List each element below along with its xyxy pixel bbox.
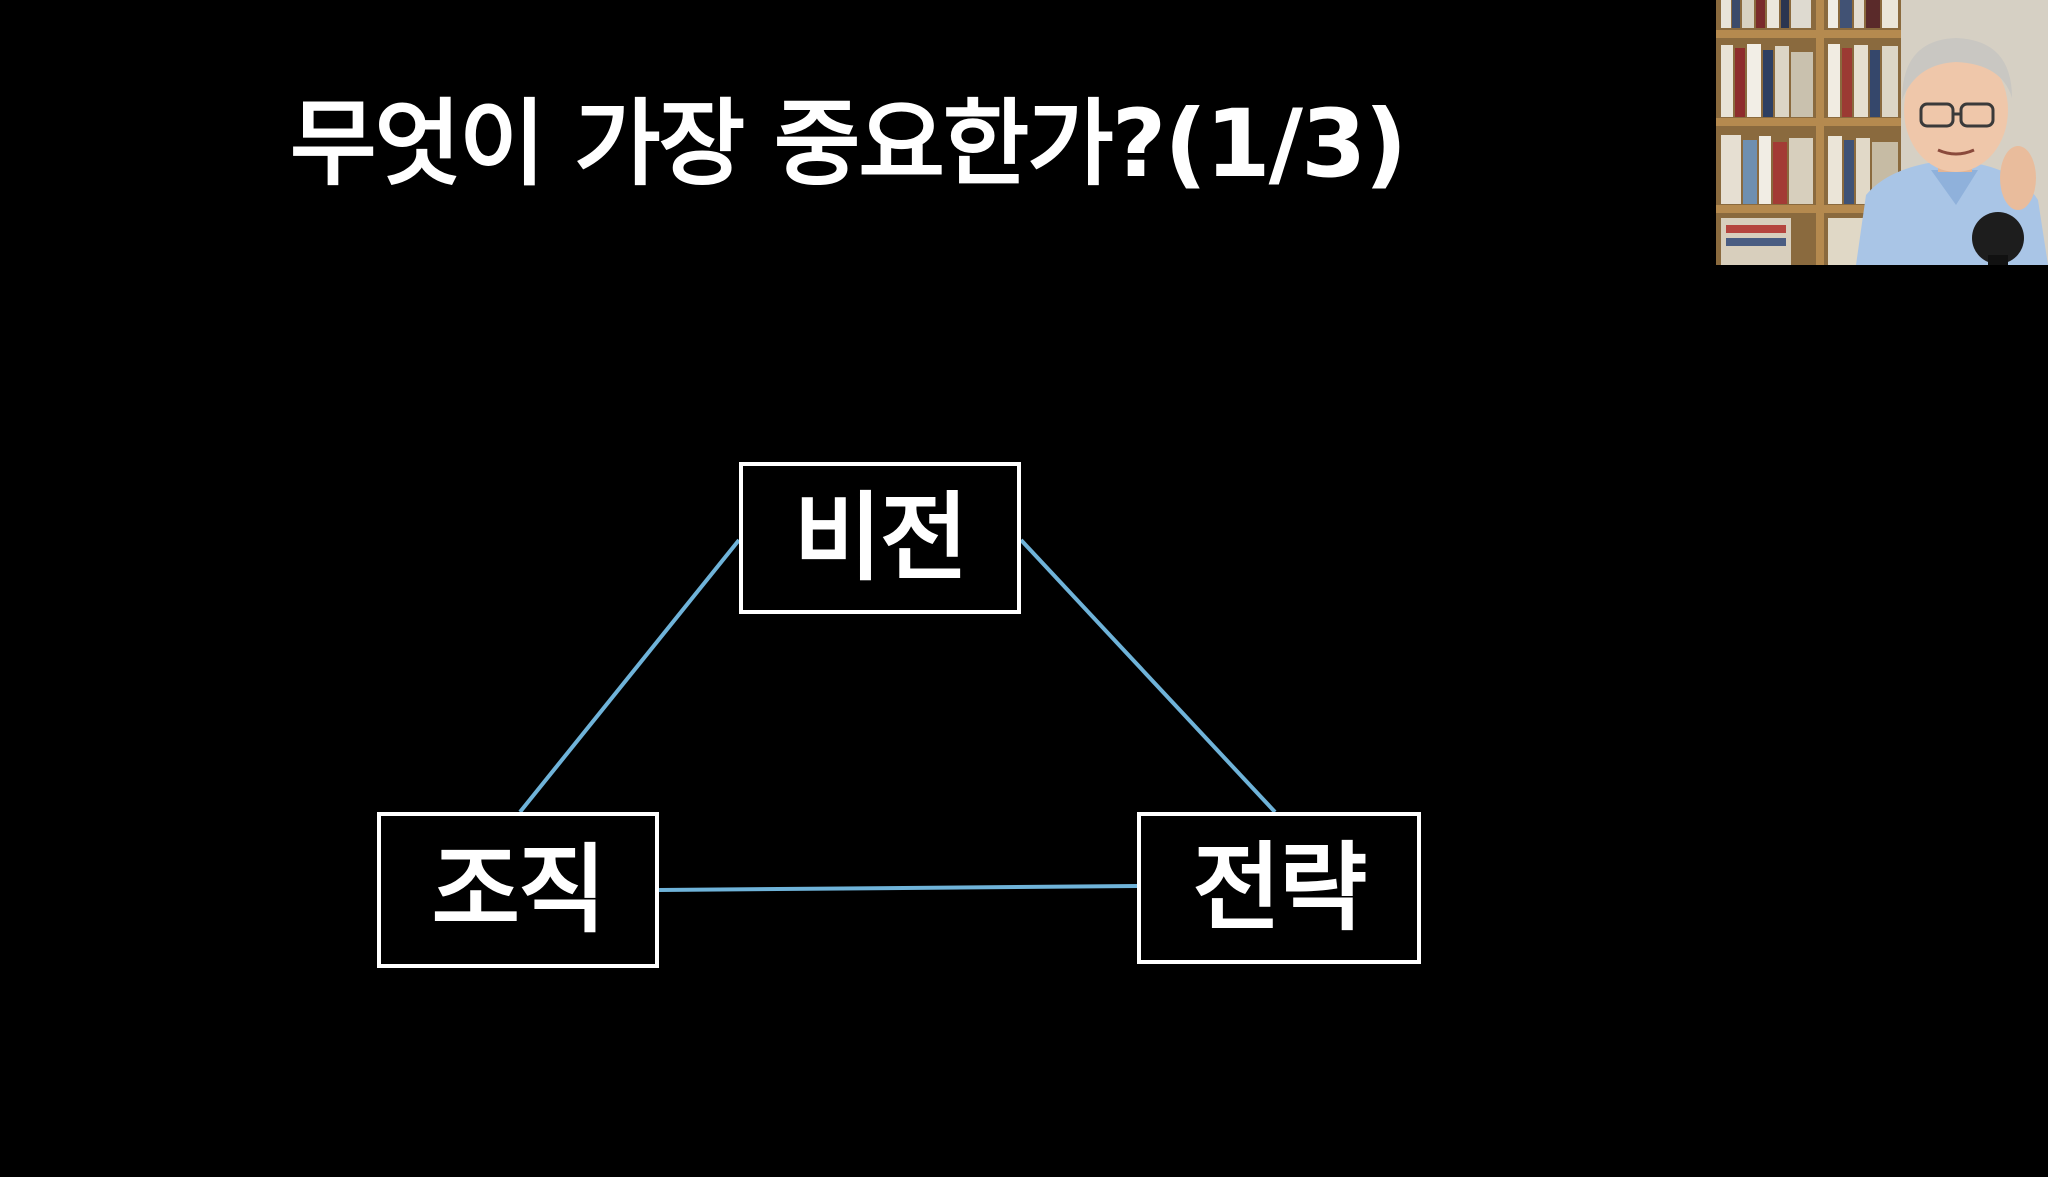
node-vision: 비전 bbox=[739, 462, 1021, 614]
connector-vision-org bbox=[518, 538, 741, 814]
connector-org-strategy bbox=[658, 884, 1138, 892]
presenter-video-icon bbox=[1716, 0, 2048, 265]
node-strategy-label: 전략 bbox=[1192, 832, 1368, 944]
connector-vision-strategy bbox=[1019, 538, 1277, 814]
node-strategy: 전략 bbox=[1137, 812, 1421, 964]
slide-title: 무엇이 가장 중요한가?(1/3) bbox=[290, 90, 1407, 199]
node-vision-label: 비전 bbox=[793, 482, 969, 594]
node-organization-label: 조직 bbox=[431, 834, 607, 946]
presenter-webcam bbox=[1716, 0, 2048, 265]
node-organization: 조직 bbox=[377, 812, 659, 968]
